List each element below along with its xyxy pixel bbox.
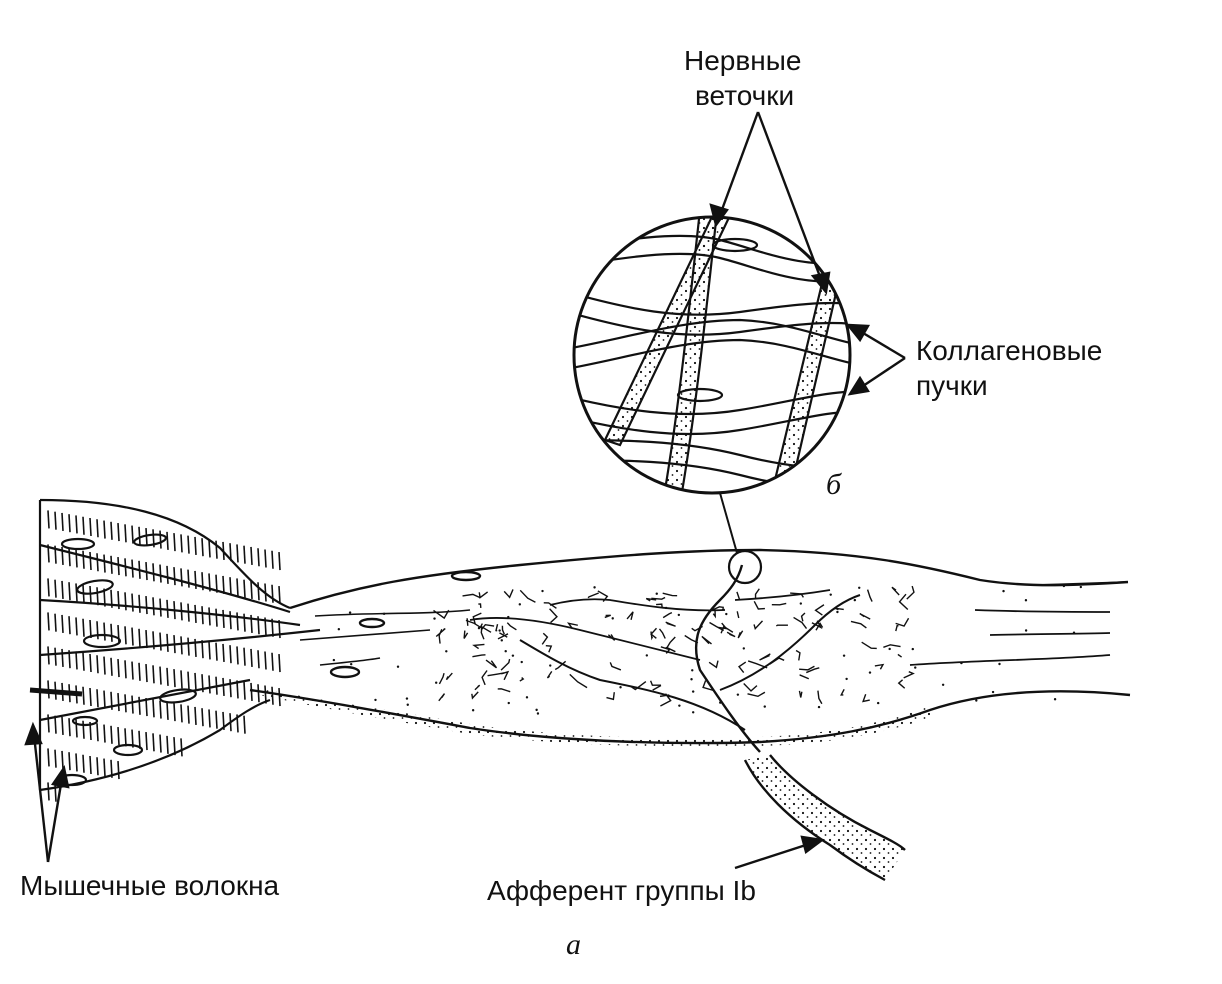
- panel-a-label: а: [566, 928, 581, 961]
- collagen-bundles-label-line2: пучки: [916, 370, 988, 401]
- nerve-arbor: [433, 564, 915, 753]
- magnified-inset: [572, 215, 852, 585]
- collagen-bundles-label-line1: Коллагеновые: [916, 335, 1103, 366]
- nerve-branches-label-line2: веточки: [695, 80, 795, 111]
- pointer-arrows: [24, 111, 906, 870]
- muscle-fibers: [29, 498, 321, 802]
- afferent-fiber: [743, 754, 906, 882]
- nerve-branches-label-line1: Нервные: [684, 45, 802, 76]
- muscle-fibers-label: Мышечные волокна: [20, 870, 280, 901]
- tendon-body: [249, 548, 1131, 747]
- afferent-label: Афферент группы Ib: [487, 875, 756, 906]
- panel-b-label: б: [826, 468, 842, 501]
